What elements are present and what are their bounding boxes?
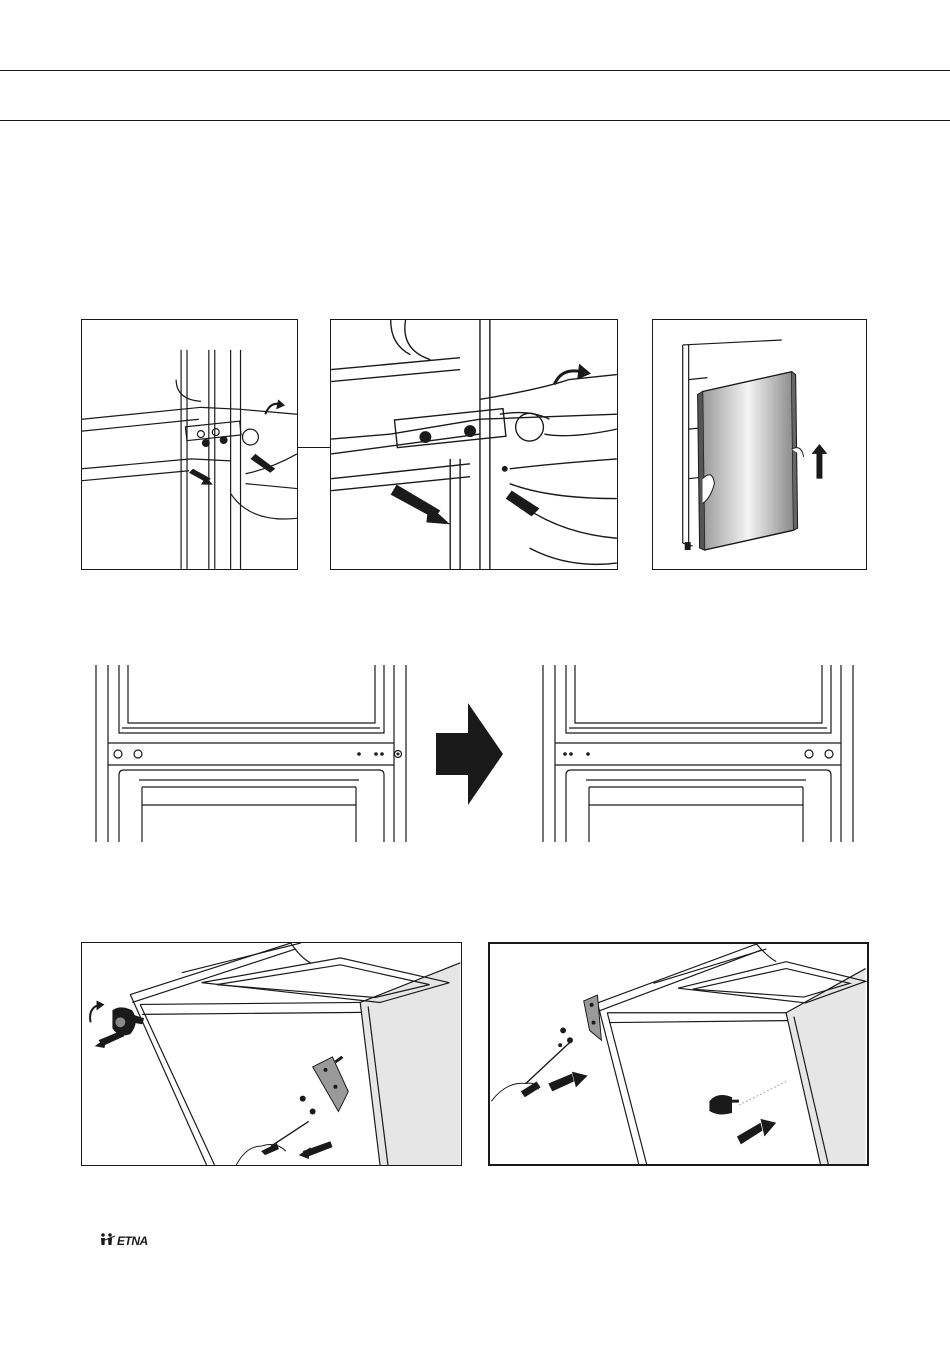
- hinge-holes-before-illustration: [94, 665, 408, 842]
- hinge-overview-illustration: [82, 320, 297, 569]
- figure-door-lift-off: [652, 319, 867, 570]
- figure-hinge-holes-before: [94, 665, 408, 842]
- header-rule-bottom: [0, 120, 950, 121]
- door-lift-illustration: [653, 320, 866, 569]
- figure-hinge-unscrew-detail: [330, 319, 618, 570]
- detail-connector-line: [298, 447, 330, 448]
- header-rule-top: [0, 70, 950, 71]
- figure-hinge-unscrew-overview: [81, 319, 298, 570]
- figure-hinge-holes-after: [541, 665, 855, 842]
- figure-top-hinge-install: [488, 942, 869, 1166]
- hinge-holes-after-illustration: [541, 665, 855, 842]
- top-hinge-removal-illustration: [82, 943, 461, 1165]
- brand-logo: ETNA: [100, 1233, 148, 1248]
- figure-top-hinge-removal: [81, 942, 462, 1166]
- arrow-right-icon: [436, 703, 503, 805]
- people-icon: [100, 1233, 116, 1248]
- brand-logo-text: ETNA: [117, 1234, 148, 1248]
- top-hinge-install-illustration: [490, 944, 867, 1164]
- hinge-detail-illustration: [331, 320, 617, 569]
